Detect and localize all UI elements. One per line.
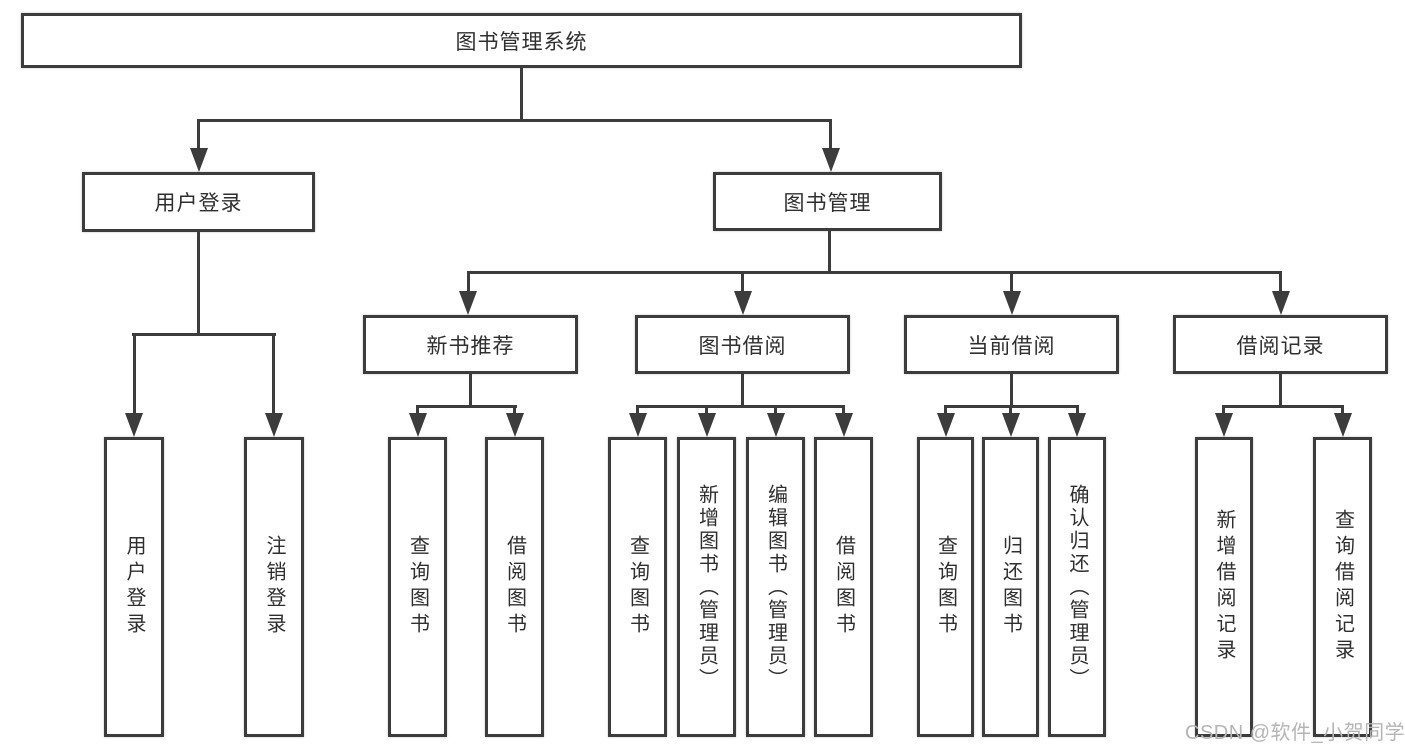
arrowhead-book-management (822, 148, 840, 172)
connector-newbook-bus (416, 405, 517, 408)
leaf-query-borrow-record: 查询借阅记录 (1313, 437, 1372, 737)
arrowhead-record-leaf2 (1334, 413, 1352, 437)
connector-to-new-book (467, 271, 470, 295)
connector-borrow-leaf2 (705, 405, 708, 419)
arrowhead-current-borrow (1003, 291, 1021, 315)
connector-login-stem (197, 232, 200, 336)
connector-borrow-leaf1 (636, 405, 639, 419)
node-user-login: 用户登录 (82, 172, 315, 232)
node-root-system: 图书管理系统 (21, 13, 1022, 68)
arrowhead-borrow-leaf3 (767, 413, 785, 437)
connector-to-current-borrow (1010, 271, 1013, 295)
connector-current-leaf2 (1009, 405, 1012, 419)
leaf-return-book: 归还图书 (982, 437, 1039, 737)
arrowhead-user-login (190, 148, 208, 172)
leaf-borrow-book-label: 借阅图书 (832, 535, 855, 639)
node-current-borrowing: 当前借阅 (904, 315, 1119, 374)
leaf-newbook-query: 查询图书 (388, 437, 447, 737)
node-new-book-recommend: 新书推荐 (363, 315, 578, 374)
leaf-add-borrow-record-label: 新增借阅记录 (1213, 509, 1235, 665)
connector-current-stem (1010, 374, 1013, 408)
leaf-user-login: 用户登录 (104, 437, 164, 737)
connector-newbook-leaf2 (513, 405, 516, 419)
connector-borrow-stem (741, 374, 744, 408)
leaf-query-borrow-record-label: 查询借阅记录 (1331, 509, 1354, 665)
connector-current-leaf3 (1076, 405, 1079, 419)
arrowhead-logout-leaf (265, 413, 283, 437)
connector-newbook-leaf1 (416, 405, 419, 419)
connector-mgmt-stem (828, 231, 831, 274)
leaf-return-book-label: 归还图书 (999, 535, 1022, 639)
connector-newbook-stem (469, 374, 472, 408)
connector-to-borrow-record (1279, 271, 1282, 295)
leaf-borrow-query-label: 查询图书 (626, 535, 649, 639)
connector-borrow-bus (636, 405, 845, 408)
arrowhead-record-leaf1 (1215, 413, 1233, 437)
arrowhead-newbook-leaf1 (409, 413, 427, 437)
leaf-confirm-return-admin: 确认归还（管理员） (1048, 437, 1106, 737)
leaf-newbook-query-label: 查询图书 (406, 535, 429, 639)
leaf-borrow-book: 借阅图书 (814, 437, 873, 737)
leaf-add-book-admin: 新增图书（管理员） (677, 437, 736, 737)
connector-to-login-leaf (133, 333, 136, 415)
connector-borrow-leaf4 (842, 405, 845, 419)
leaf-add-book-admin-label: 新增图书（管理员） (695, 483, 718, 691)
leaf-current-query-label: 查询图书 (934, 535, 957, 639)
arrowhead-current-leaf2 (1002, 413, 1020, 437)
connector-to-book-management (829, 119, 832, 151)
connector-to-book-borrow (741, 271, 744, 295)
arrowhead-borrow-record (1272, 291, 1290, 315)
connector-current-leaf1 (944, 405, 947, 419)
arrowhead-current-leaf1 (937, 413, 955, 437)
leaf-logout: 注销登录 (244, 437, 304, 737)
arrowhead-borrow-leaf1 (629, 413, 647, 437)
node-borrowing-records: 借阅记录 (1173, 315, 1388, 374)
connector-record-leaf2 (1341, 405, 1344, 419)
leaf-logout-label: 注销登录 (263, 535, 285, 639)
connector-root-bus (197, 119, 832, 122)
leaf-add-borrow-record: 新增借阅记录 (1195, 437, 1253, 737)
arrowhead-newbook-leaf2 (506, 413, 524, 437)
leaf-newbook-borrow-label: 借阅图书 (503, 535, 526, 639)
node-book-borrowing: 图书借阅 (635, 315, 850, 374)
connector-record-stem (1279, 374, 1282, 408)
leaf-current-query: 查询图书 (917, 437, 974, 737)
arrowhead-book-borrow (734, 291, 752, 315)
leaf-user-login-label: 用户登录 (123, 535, 145, 639)
leaf-newbook-borrow: 借阅图书 (485, 437, 544, 737)
leaf-edit-book-admin: 编辑图书（管理员） (746, 437, 805, 737)
arrowhead-new-book (459, 291, 477, 315)
connector-to-logout-leaf (272, 333, 275, 415)
connector-mgmt-bus (467, 271, 1282, 274)
csdn-watermark: CSDN @软件_小贺同学 (1185, 722, 1405, 744)
arrowhead-current-leaf3 (1068, 413, 1086, 437)
arrowhead-borrow-leaf2 (698, 413, 716, 437)
connector-login-bus (132, 333, 276, 336)
arrowhead-borrow-leaf4 (835, 413, 853, 437)
arrowhead-login-leaf (125, 413, 143, 437)
leaf-borrow-query: 查询图书 (608, 437, 667, 737)
connector-borrow-leaf3 (774, 405, 777, 419)
connector-record-leaf1 (1222, 405, 1225, 419)
connector-to-user-login (197, 119, 200, 151)
leaf-confirm-return-admin-label: 确认归还（管理员） (1066, 483, 1088, 691)
leaf-edit-book-admin-label: 编辑图书（管理员） (764, 483, 787, 691)
connector-record-bus (1222, 405, 1344, 408)
connector-root-stem (520, 68, 523, 122)
node-book-management: 图书管理 (713, 172, 942, 231)
